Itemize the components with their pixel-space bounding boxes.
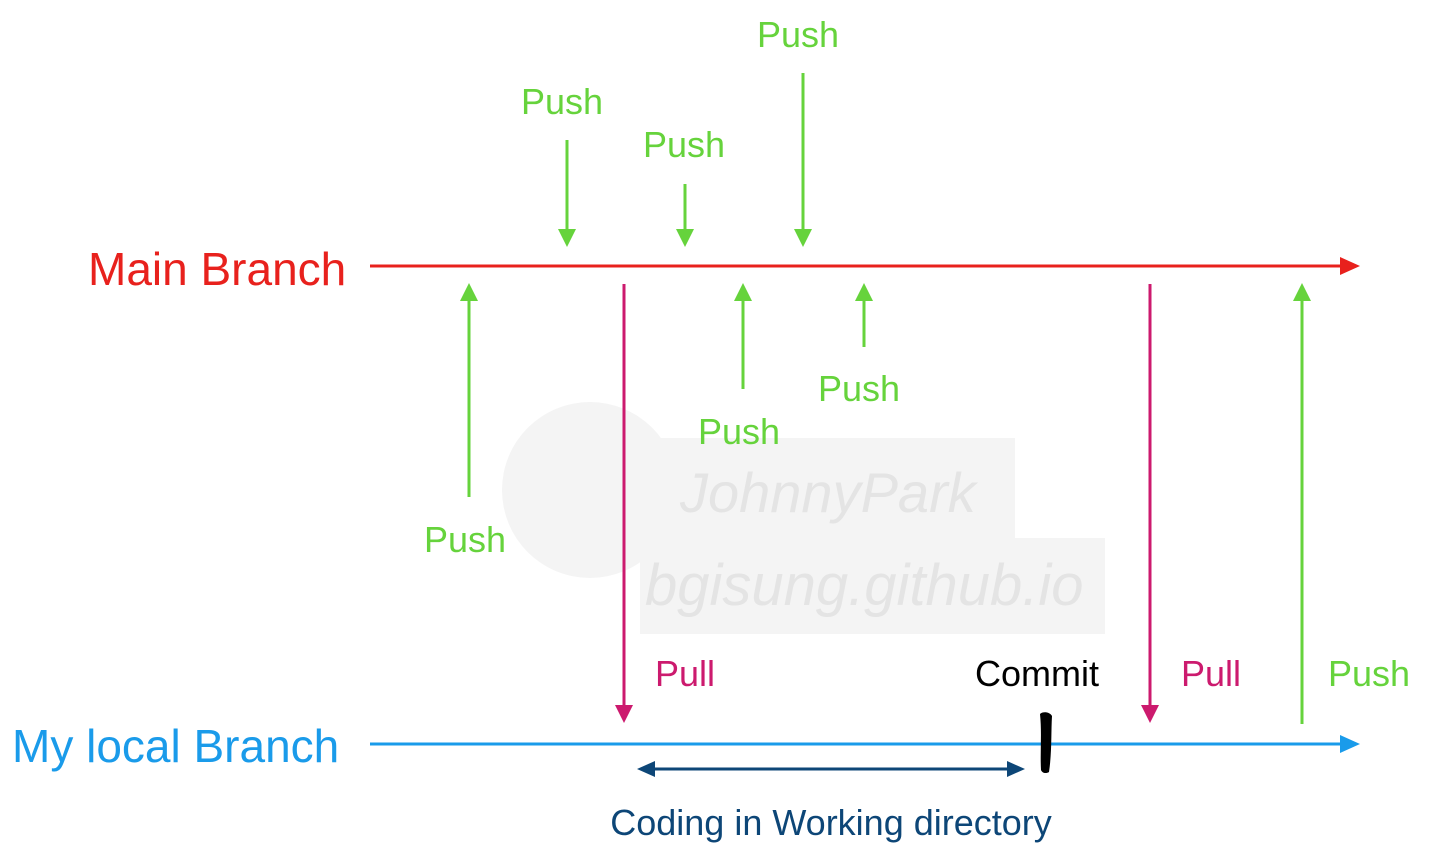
push-arrow-top-2 <box>676 184 694 247</box>
push-arrow-bottom-2 <box>734 283 752 389</box>
working-directory-label: Coding in Working directory <box>610 802 1052 843</box>
watermark-box-2 <box>640 538 1105 634</box>
pull-arrow-1 <box>615 284 633 723</box>
push-label-top-3: Push <box>757 14 839 55</box>
push-arrow-top-3 <box>794 73 812 247</box>
push-label-top-1: Push <box>521 81 603 122</box>
pull-label-2: Pull <box>1181 653 1241 694</box>
watermark-line1: JohnnyPark <box>679 461 979 524</box>
local-branch-label: My local Branch <box>12 720 339 772</box>
watermark-line2: bgisung.github.io <box>645 553 1084 618</box>
push-label-local: Push <box>1328 653 1410 694</box>
push-arrow-top-1 <box>558 140 576 247</box>
push-label-top-2: Push <box>643 124 725 165</box>
working-directory-span <box>637 761 1025 777</box>
pull-arrow-2 <box>1141 284 1159 723</box>
push-label-bottom-3: Push <box>818 368 900 409</box>
watermark-box-1 <box>660 438 1015 538</box>
push-label-bottom-2: Push <box>698 411 780 452</box>
push-label-bottom-1: Push <box>424 519 506 560</box>
main-branch-label: Main Branch <box>88 243 346 295</box>
watermark: JohnnyPark bgisung.github.io <box>502 402 1105 634</box>
push-arrow-bottom-3 <box>855 283 873 347</box>
main-branch-arrowhead <box>1340 257 1360 275</box>
push-arrow-local <box>1293 283 1311 724</box>
pull-label-1: Pull <box>655 653 715 694</box>
watermark-logo <box>502 402 678 578</box>
push-arrow-bottom-1 <box>460 283 478 497</box>
local-branch-arrowhead <box>1340 735 1360 753</box>
commit-label: Commit <box>975 653 1099 694</box>
commit-marker <box>1040 712 1052 774</box>
